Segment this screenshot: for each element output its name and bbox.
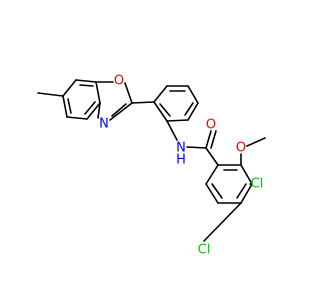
atom-methoxy-oxygen: O — [236, 141, 246, 156]
atom-carbonyl-oxygen: O — [206, 118, 216, 133]
bond-24 — [159, 103, 171, 117]
atom-amide-nitrogen: N — [176, 141, 186, 156]
bond-34 — [205, 183, 219, 204]
bond-2 — [75, 79, 97, 83]
atom-chlorine-lower: Cl — [198, 243, 211, 258]
bond-28 — [210, 130, 217, 149]
bond-29 — [205, 147, 219, 166]
bond-21 — [153, 101, 168, 122]
bond-lines — [37, 79, 266, 242]
bond-31 — [240, 164, 253, 185]
bond-26 — [186, 146, 207, 149]
molecule-structure: O N N H O O Cl Cl — [37, 74, 266, 258]
bond-3 — [95, 81, 101, 104]
bond-37 — [236, 183, 247, 199]
bond-12 — [97, 102, 101, 119]
bond-20 — [166, 119, 189, 122]
bond-0 — [37, 92, 64, 97]
bond-6 — [62, 95, 68, 118]
molecule-canvas: O N N H O O Cl Cl — [37, 74, 266, 258]
bond-27 — [205, 130, 212, 149]
bond-15 — [131, 101, 155, 104]
bond-4 — [86, 102, 101, 120]
atom-ring-oxygen: O — [114, 74, 124, 89]
bond-40 — [246, 137, 266, 147]
bond-11 — [124, 82, 133, 104]
atom-amide-hydrogen: H — [176, 153, 186, 168]
atom-labels: O N N H O O Cl Cl — [99, 74, 263, 258]
bond-42 — [203, 202, 242, 242]
bond-7 — [79, 84, 94, 87]
bond-16 — [153, 85, 168, 103]
atom-chlorine-upper: Cl — [251, 177, 264, 192]
bond-38 — [211, 183, 223, 199]
bond-13 — [109, 102, 133, 121]
bond-35 — [205, 164, 219, 185]
bond-25 — [166, 120, 178, 141]
bond-23 — [184, 102, 194, 116]
bond-5 — [66, 116, 88, 120]
bond-1 — [62, 79, 77, 97]
bond-9 — [67, 98, 72, 114]
bond-8 — [84, 101, 96, 115]
bond-32 — [240, 183, 253, 204]
bond-14 — [111, 103, 127, 117]
bond-18 — [187, 85, 199, 104]
atom-ring-nitrogen: N — [99, 117, 109, 132]
bond-19 — [187, 102, 199, 121]
